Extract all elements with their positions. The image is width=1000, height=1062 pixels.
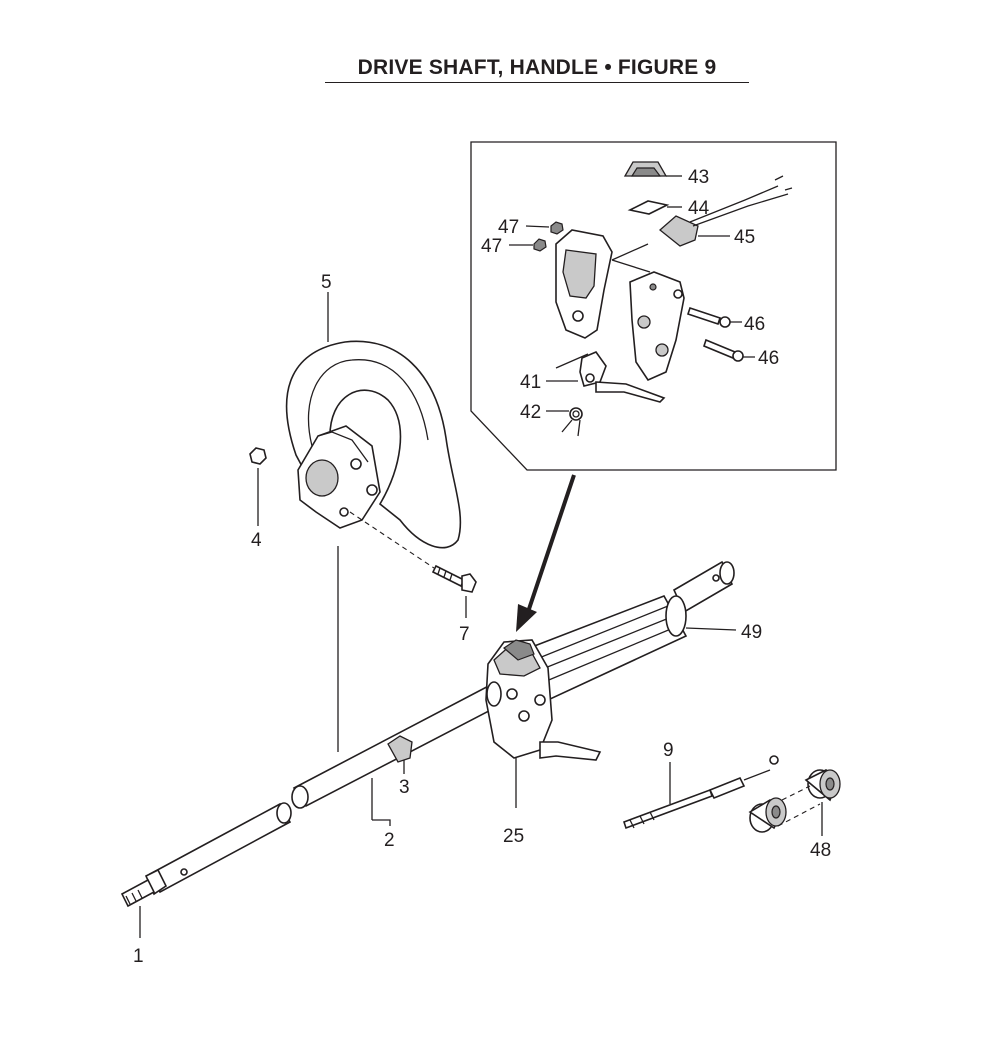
callout-4: 4 bbox=[251, 530, 262, 551]
callout-5: 5 bbox=[321, 272, 332, 293]
bushings bbox=[748, 769, 841, 836]
callout-7: 7 bbox=[459, 624, 470, 645]
callout-46b: 46 bbox=[758, 348, 779, 369]
loop-handle bbox=[285, 340, 462, 549]
handle-bolt bbox=[431, 564, 466, 588]
callout-44: 44 bbox=[688, 198, 710, 219]
hex-nut bbox=[249, 447, 267, 465]
callout-47a: 47 bbox=[498, 217, 519, 238]
drive-shaft-tube bbox=[120, 678, 512, 938]
detail-arrow-icon bbox=[526, 474, 576, 613]
callout-48: 48 bbox=[810, 840, 831, 861]
handle-half-right bbox=[629, 271, 685, 382]
callout-43: 43 bbox=[688, 167, 709, 188]
callout-47b: 47 bbox=[481, 236, 502, 257]
callout-49: 49 bbox=[741, 622, 762, 643]
callout-25: 25 bbox=[503, 826, 524, 847]
callout-41: 41 bbox=[520, 372, 541, 393]
handle-grip bbox=[485, 560, 737, 808]
page-title: DRIVE SHAFT, HANDLE • FIGURE 9 bbox=[325, 56, 749, 83]
callout-46a: 46 bbox=[744, 314, 765, 335]
switch-body bbox=[658, 215, 699, 247]
drive-cable bbox=[622, 755, 779, 830]
detail-inset bbox=[470, 141, 837, 632]
callout-42: 42 bbox=[520, 402, 541, 423]
callout-9: 9 bbox=[663, 740, 674, 761]
callout-45: 45 bbox=[734, 227, 755, 248]
callout-1: 1 bbox=[133, 946, 144, 967]
callout-2: 2 bbox=[384, 830, 395, 851]
callout-3: 3 bbox=[399, 777, 410, 798]
